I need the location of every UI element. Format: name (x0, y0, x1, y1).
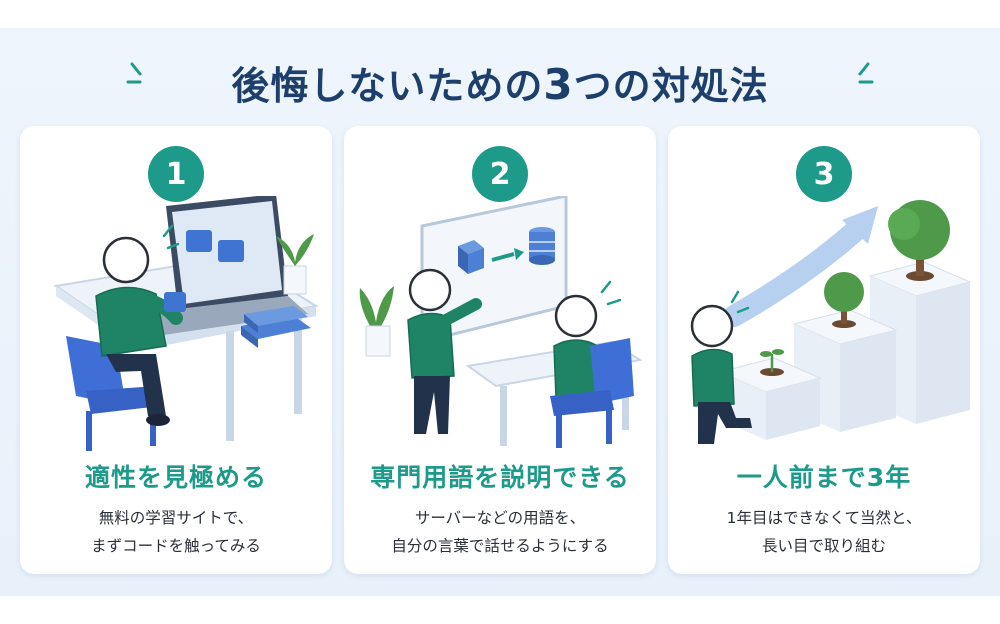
card-description-line1: 1年目はできなくて当然と、 (726, 509, 922, 527)
step-number-badge: 2 (472, 146, 528, 202)
whiteboard-explanation-illustration (359, 196, 643, 448)
card-title: 専門用語を説明できる (370, 463, 630, 492)
person-at-laptop-illustration (53, 196, 319, 451)
title-area: 後悔しないための3つの対処法 (0, 52, 1000, 112)
sparkle-lines-icon (858, 62, 874, 84)
title-text-part1: 後悔しないための (231, 63, 544, 108)
card-description: サーバーなどの用語を、 自分の言葉で話せるようにする (344, 504, 656, 560)
title-number: 3 (543, 59, 574, 109)
card-description-line2: 長い目で取り組む (761, 537, 886, 555)
card-description-line2: 自分の言葉で話せるようにする (391, 537, 609, 555)
card-description-line1: サーバーなどの用語を、 (414, 509, 586, 527)
title-text-part2: つの対処法 (573, 63, 769, 108)
card-description-line1: 無料の学習サイトで、 (98, 509, 254, 527)
step-number-badge: 1 (148, 146, 204, 202)
tip-card-1: 1 適性を見極める (20, 126, 332, 574)
card-title: 一人前まで3年 (736, 463, 912, 492)
sparkle-lines-icon (126, 62, 142, 84)
card-description: 無料の学習サイトで、 まずコードを触ってみる (20, 504, 332, 560)
tip-card-2: 2 (344, 126, 656, 574)
page-title: 後悔しないための3つの対処法 (223, 55, 777, 110)
card-title: 適性を見極める (84, 463, 267, 492)
tip-card-3: 3 一人前まで3年 (668, 126, 980, 574)
card-description: 1年目はできなくて当然と、 長い目で取り組む (668, 504, 980, 560)
growth-steps-illustration (690, 200, 972, 444)
card-description-line2: まずコードを触ってみる (91, 537, 261, 555)
step-number-badge: 3 (796, 146, 852, 202)
